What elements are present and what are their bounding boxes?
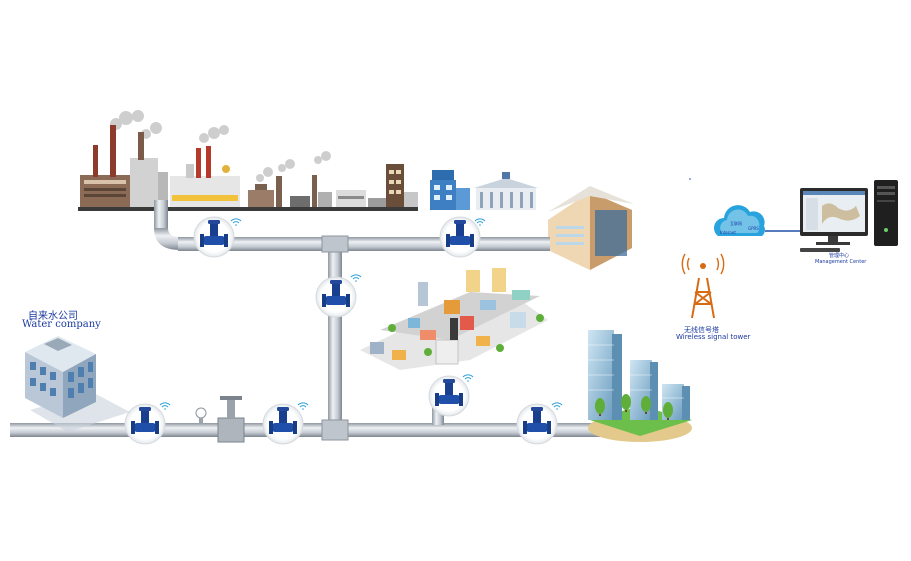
water-company-label-en: Water company — [22, 319, 101, 330]
cloud-label-gprs: GPRS — [748, 226, 759, 231]
tower-label-en: Wireless signal tower — [676, 333, 751, 341]
flow-meter-4 — [124, 402, 171, 445]
residential-towers — [588, 330, 692, 442]
tower-label-cn: 无线信号塔 — [684, 326, 719, 334]
cloud-icon — [714, 205, 765, 236]
town-illustration — [360, 268, 548, 370]
cloud-label-internet: Internet — [720, 230, 736, 235]
flow-meter-6 — [428, 374, 474, 417]
cloud-label-internet-cn: 互联网 — [730, 221, 742, 226]
industrial-skyline — [78, 110, 538, 211]
hotel-building — [548, 186, 634, 270]
water-company-building — [25, 336, 130, 432]
wireless-tower-icon — [681, 253, 725, 319]
water-company-label-cn: 自来水公司 — [28, 311, 78, 322]
flow-meter-3 — [315, 274, 362, 318]
flow-meter-5 — [262, 402, 309, 445]
computer-icon — [800, 180, 898, 252]
flow-meter-7 — [516, 402, 563, 445]
management-center-label-cn: 管理中心 — [829, 253, 850, 259]
management-center-label-en: Management Center — [815, 259, 867, 265]
